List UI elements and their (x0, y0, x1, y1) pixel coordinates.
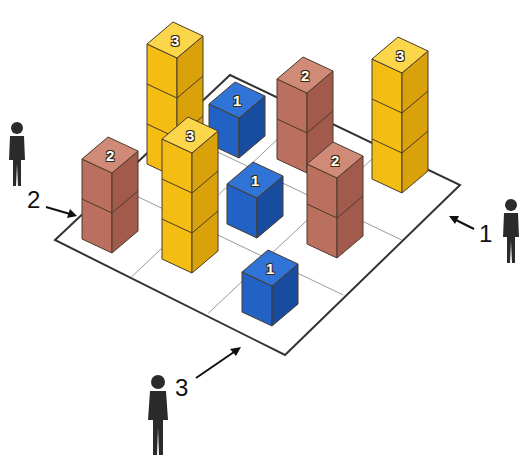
tower-height: 3 (171, 33, 179, 48)
viewer-figure (503, 199, 519, 263)
tower (242, 250, 298, 326)
tower (162, 117, 218, 273)
viewer-figure (148, 375, 168, 455)
tower-top-face (277, 57, 333, 93)
cube-edge (277, 111, 333, 133)
tower-left-face (372, 59, 402, 193)
cube-edge (162, 171, 218, 193)
view-count: 3 (175, 376, 188, 400)
tower-right-face (402, 51, 428, 193)
tower-right-face (192, 131, 218, 273)
tower-height: 2 (106, 148, 114, 163)
tower-top-face (162, 117, 218, 153)
tower (307, 142, 363, 258)
cube-edge (307, 196, 363, 218)
viewer-figure (9, 122, 25, 186)
tower-height: 1 (251, 173, 259, 188)
cube-edge (372, 131, 428, 153)
tower-height: 1 (266, 261, 274, 276)
tower-height: 2 (331, 153, 339, 168)
tower-top-face (372, 37, 428, 73)
towers (82, 22, 428, 326)
tower-height: 2 (301, 68, 309, 83)
view-arrows (46, 207, 474, 378)
tower-top-face (242, 250, 298, 286)
tower-top-face (82, 137, 138, 173)
cube-edge (162, 211, 218, 233)
tower-height: 3 (396, 48, 404, 63)
tower-height: 3 (186, 128, 194, 143)
tower-left-face (162, 139, 192, 273)
viewers (9, 122, 519, 455)
view-count: 2 (27, 188, 40, 212)
tower-top-face (227, 162, 283, 198)
tower-height: 1 (233, 93, 241, 108)
tower-top-face (307, 142, 363, 178)
tower-top-face (147, 22, 203, 58)
tower (372, 37, 428, 193)
view-count: 1 (479, 222, 492, 246)
cube-edge (372, 91, 428, 113)
tower-top-face (209, 82, 265, 118)
cube-edge (82, 191, 138, 213)
tower (227, 162, 283, 238)
tower (82, 137, 138, 253)
cube-edge (147, 76, 203, 98)
